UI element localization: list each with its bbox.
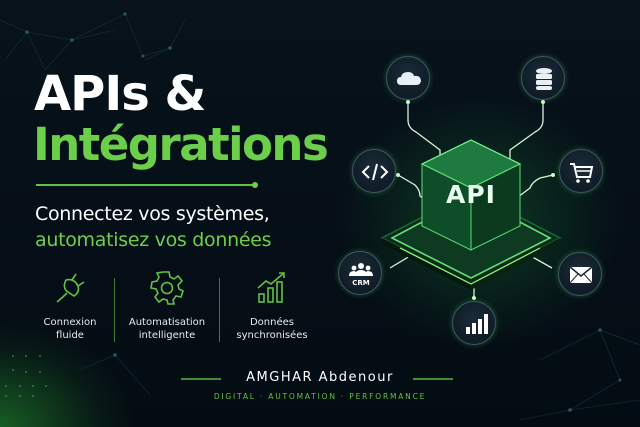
title-line-1: APIs & xyxy=(34,66,206,122)
feature-label-line-2: synchronisées xyxy=(236,330,308,341)
plug-icon xyxy=(56,273,85,303)
title-line-2: Intégrations xyxy=(33,118,329,171)
feature-separator xyxy=(219,278,220,342)
api-cube-label: API xyxy=(446,180,496,209)
author-line-right xyxy=(413,378,453,380)
title-divider xyxy=(36,184,254,186)
growth-chart-icon xyxy=(257,272,285,303)
node-analytics xyxy=(452,301,496,345)
envelope-icon xyxy=(569,266,593,284)
node-code xyxy=(352,149,396,193)
tagline: DIGITAL · AUTOMATION · PERFORMANCE xyxy=(213,392,427,401)
node-email xyxy=(558,252,602,296)
author-name: AMGHAR Abdenour xyxy=(246,370,394,385)
feature-label-line-2: fluide xyxy=(56,330,84,341)
cloud-icon xyxy=(397,72,421,85)
feature-label-line-1: Données xyxy=(249,317,294,328)
code-icon xyxy=(361,163,389,181)
features-row: Connexion fluide Automatisation intellig… xyxy=(20,268,320,344)
feature-label-line-2: intelligente xyxy=(138,330,196,341)
feature-donnees: Données synchronisées xyxy=(222,268,322,342)
node-crm: CRM xyxy=(338,251,382,295)
feature-connexion: Connexion fluide xyxy=(20,268,120,342)
feature-label-line-1: Automatisation xyxy=(128,317,206,328)
subtitle-line-2: automatisez vos données xyxy=(35,229,272,251)
node-cloud xyxy=(386,56,430,100)
database-icon xyxy=(536,68,552,90)
bar-chart-icon xyxy=(466,314,488,334)
node-database xyxy=(521,56,565,100)
subtitle-line-1: Connectez vos systèmes, xyxy=(35,203,270,225)
shopping-cart-icon xyxy=(570,163,594,183)
feature-label-line-1: Connexion xyxy=(43,317,97,328)
feature-separator xyxy=(114,278,115,342)
divider-dot xyxy=(252,182,258,188)
gear-icon xyxy=(150,271,184,305)
author-line-left xyxy=(181,378,221,380)
feature-automatisation: Automatisation intelligente xyxy=(117,268,217,342)
crm-label: CRM xyxy=(352,279,370,287)
users-icon xyxy=(349,263,373,276)
node-cart xyxy=(559,149,603,193)
